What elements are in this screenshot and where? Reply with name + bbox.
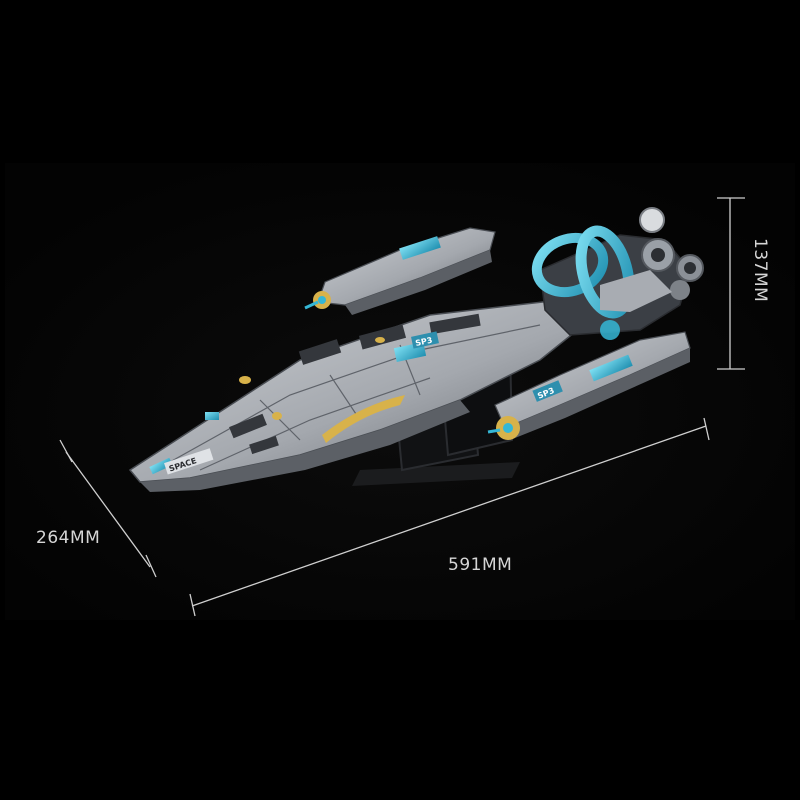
engine-ring-front	[531, 232, 609, 298]
dimension-lines	[59, 197, 745, 617]
lower-wing-pod: SP3	[487, 331, 691, 440]
hull-greebles	[229, 313, 481, 455]
main-hull	[128, 299, 592, 483]
engine-section	[531, 207, 704, 340]
length-line	[191, 425, 707, 607]
length-label: 591MM	[448, 555, 513, 575]
thrusters	[639, 207, 704, 300]
center-decal-text: SP3	[415, 336, 434, 348]
center-decal: SP3	[411, 331, 439, 349]
spaceship-model: SPACE SP3 SP3	[128, 207, 704, 492]
height-label: 137MM	[750, 238, 770, 303]
depth-line	[65, 451, 151, 568]
engine-ring-rear	[575, 225, 635, 319]
gold-accents	[239, 337, 405, 443]
depth-label: 264MM	[36, 528, 101, 548]
hull-underside	[140, 400, 470, 492]
upper-wing-pod	[304, 227, 496, 315]
